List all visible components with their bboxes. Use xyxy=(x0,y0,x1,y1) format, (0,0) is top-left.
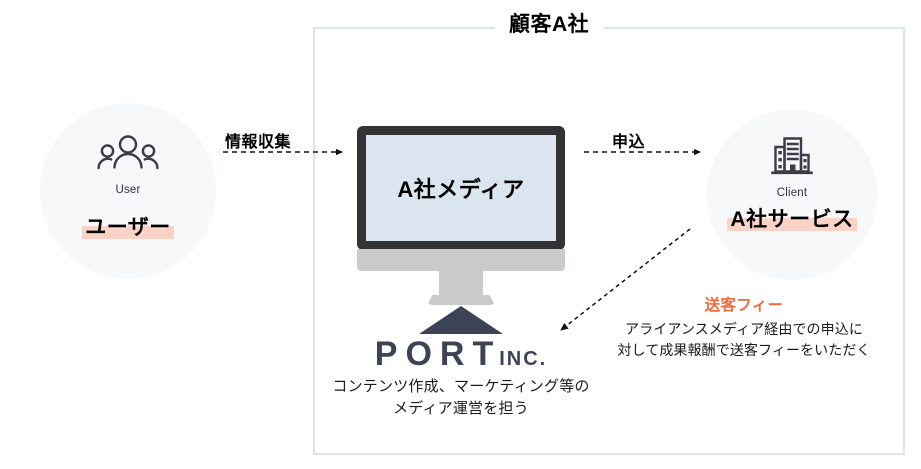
port-inc-block: PORTINC. コンテンツ作成、マーケティング等の メディア運営を担う xyxy=(313,305,609,420)
port-description-line2: メディア運営を担う xyxy=(393,399,529,417)
client-main-label-text: A社サービス xyxy=(730,207,854,231)
port-logo-word: PORT xyxy=(374,335,502,373)
port-logo-lockup: PORTINC. xyxy=(313,337,609,371)
client-sub-label: Client xyxy=(776,187,808,199)
referral-fee-title: 送客フィー xyxy=(704,297,784,314)
people-group-icon xyxy=(97,135,159,170)
user-node: User ユーザー xyxy=(40,134,216,241)
customer-company-title: 顧客A社 xyxy=(495,8,604,38)
user-main-label: ユーザー xyxy=(82,211,174,241)
client-label-highlight xyxy=(727,217,857,231)
referral-fee-annotation: 送客フィー アライアンスメディア経由での申込に 対して成果報酬で送客フィーをいた… xyxy=(594,297,894,361)
port-description: コンテンツ作成、マーケティング等の メディア運営を担う xyxy=(313,376,609,420)
port-description-line1: コンテンツ作成、マーケティング等の xyxy=(332,378,590,395)
port-triangle-mark xyxy=(419,306,503,334)
monitor-chin xyxy=(357,249,565,271)
arrow-label-info-collect: 情報収集 xyxy=(225,134,292,151)
monitor-screen: A社メディア xyxy=(366,135,556,241)
office-building-icon xyxy=(771,137,813,175)
port-logo-suffix: INC. xyxy=(499,348,548,370)
referral-fee-description-line1: アライアンスメディア経由での申込に xyxy=(625,320,863,337)
client-node: Client A社サービス xyxy=(707,133,877,233)
arrow-label-apply: 申込 xyxy=(612,134,646,151)
referral-fee-description: アライアンスメディア経由での申込に 対して成果報酬で送客フィーをいただく xyxy=(594,319,894,361)
referral-fee-description-line2: 対して成果報酬で送客フィーをいただく xyxy=(617,341,871,358)
monitor-screen-label: A社メディア xyxy=(397,177,525,202)
monitor-foot xyxy=(427,295,495,305)
user-node-circle xyxy=(40,103,216,279)
user-main-label-text: ユーザー xyxy=(85,215,171,239)
monitor-bezel: A社メディア xyxy=(357,126,565,250)
user-sub-label: User xyxy=(115,184,141,196)
customer-company-boundary-box xyxy=(313,27,905,455)
client-main-label: A社サービス xyxy=(727,203,857,233)
monitor-neck xyxy=(439,271,483,295)
user-label-highlight xyxy=(82,225,174,239)
media-monitor: A社メディア xyxy=(357,126,565,305)
